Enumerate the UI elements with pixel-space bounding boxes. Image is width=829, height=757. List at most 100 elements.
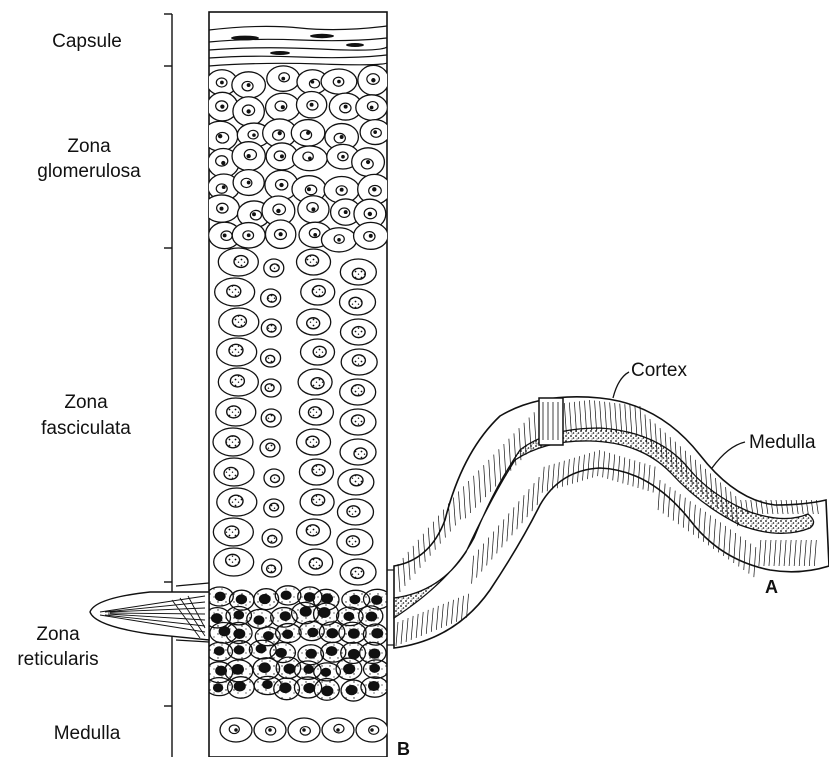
- cell: [262, 559, 282, 577]
- cell: [299, 399, 333, 425]
- cell: [217, 488, 257, 516]
- label-zona-reticularis-line2: reticularis: [17, 649, 98, 670]
- cell: [214, 548, 254, 576]
- cell: [215, 278, 255, 306]
- cell: [340, 259, 376, 285]
- cell: [321, 69, 357, 94]
- cell: [298, 196, 329, 223]
- cell: [254, 589, 279, 610]
- cell: [339, 622, 366, 643]
- label-medulla-zone: Medulla: [54, 723, 121, 744]
- cell: [247, 609, 273, 628]
- cell: [356, 718, 388, 742]
- cell: [340, 559, 376, 585]
- cell: [288, 718, 320, 742]
- panel-letter-b: B: [397, 739, 410, 757]
- cell: [299, 549, 333, 575]
- label-zona-glomerulosa-line1: Zona: [67, 136, 111, 157]
- cell: [264, 259, 284, 277]
- cell: [361, 677, 388, 697]
- cell: [261, 319, 281, 337]
- cell: [359, 606, 383, 626]
- cell: [228, 641, 253, 660]
- cell: [220, 718, 252, 742]
- cell: [264, 499, 284, 517]
- cell: [262, 529, 282, 547]
- cell: [296, 91, 326, 117]
- cell: [337, 529, 373, 555]
- cell: [352, 148, 385, 176]
- cell: [233, 170, 264, 196]
- cell: [322, 718, 354, 742]
- cell: [265, 220, 295, 248]
- cell: [216, 398, 256, 426]
- cell: [337, 499, 373, 525]
- cell: [300, 489, 334, 515]
- cell: [232, 223, 265, 249]
- cell: [267, 66, 300, 91]
- cell: [264, 469, 284, 487]
- cell: [291, 120, 325, 147]
- cell: [260, 439, 280, 457]
- cell: [261, 289, 281, 307]
- cell: [299, 459, 333, 485]
- cell: [275, 586, 301, 605]
- cell: [321, 228, 356, 252]
- cell: [358, 65, 389, 95]
- cell: [218, 248, 258, 276]
- cell: [254, 718, 286, 742]
- histology-column: [203, 12, 391, 757]
- cell: [261, 379, 281, 397]
- cell: [340, 289, 376, 315]
- cell: [297, 309, 331, 335]
- cell: [297, 249, 331, 275]
- panel-letter-a: A: [765, 577, 778, 597]
- cell: [336, 658, 362, 680]
- cell: [360, 120, 390, 145]
- cell: [266, 93, 301, 121]
- cell: [314, 679, 339, 701]
- cell: [340, 379, 376, 405]
- cell: [232, 142, 265, 171]
- cell: [228, 677, 255, 698]
- zone-labels: Capsule Zona glomerulosa Zona fasciculat…: [17, 31, 141, 744]
- cell: [261, 349, 281, 367]
- left-wedge: [90, 592, 209, 640]
- label-zona-reticularis-line1: Zona: [36, 624, 80, 645]
- cell: [218, 368, 258, 396]
- cell: [233, 97, 264, 126]
- cell: [363, 624, 387, 645]
- label-zona-fasciculata-line1: Zona: [64, 392, 108, 413]
- zone-bracket: [164, 14, 172, 757]
- cell: [364, 660, 389, 678]
- label-capsule: Capsule: [52, 31, 122, 52]
- cell: [340, 439, 376, 465]
- cell: [301, 339, 335, 365]
- cell: [301, 279, 335, 305]
- cell: [340, 409, 376, 435]
- cell: [298, 369, 332, 395]
- cell: [206, 587, 233, 606]
- cell: [297, 519, 331, 545]
- cell: [213, 428, 253, 456]
- cell: [338, 469, 374, 495]
- label-medulla-gland: Medulla: [749, 432, 816, 453]
- label-zona-glomerulosa-line2: glomerulosa: [37, 161, 141, 182]
- cell: [203, 121, 238, 151]
- cell: [292, 146, 327, 171]
- cell: [341, 349, 377, 375]
- cell: [217, 338, 257, 366]
- cell: [340, 319, 376, 345]
- cell: [213, 518, 253, 546]
- cell: [297, 429, 331, 455]
- cell: [354, 222, 388, 249]
- label-cortex: Cortex: [631, 360, 687, 381]
- cell: [276, 624, 302, 643]
- cell: [261, 409, 281, 427]
- cell: [232, 72, 266, 98]
- cell: [356, 95, 388, 120]
- cell: [214, 458, 254, 486]
- label-zona-fasciculata-line2: fasciculata: [41, 418, 131, 439]
- cell: [219, 308, 259, 336]
